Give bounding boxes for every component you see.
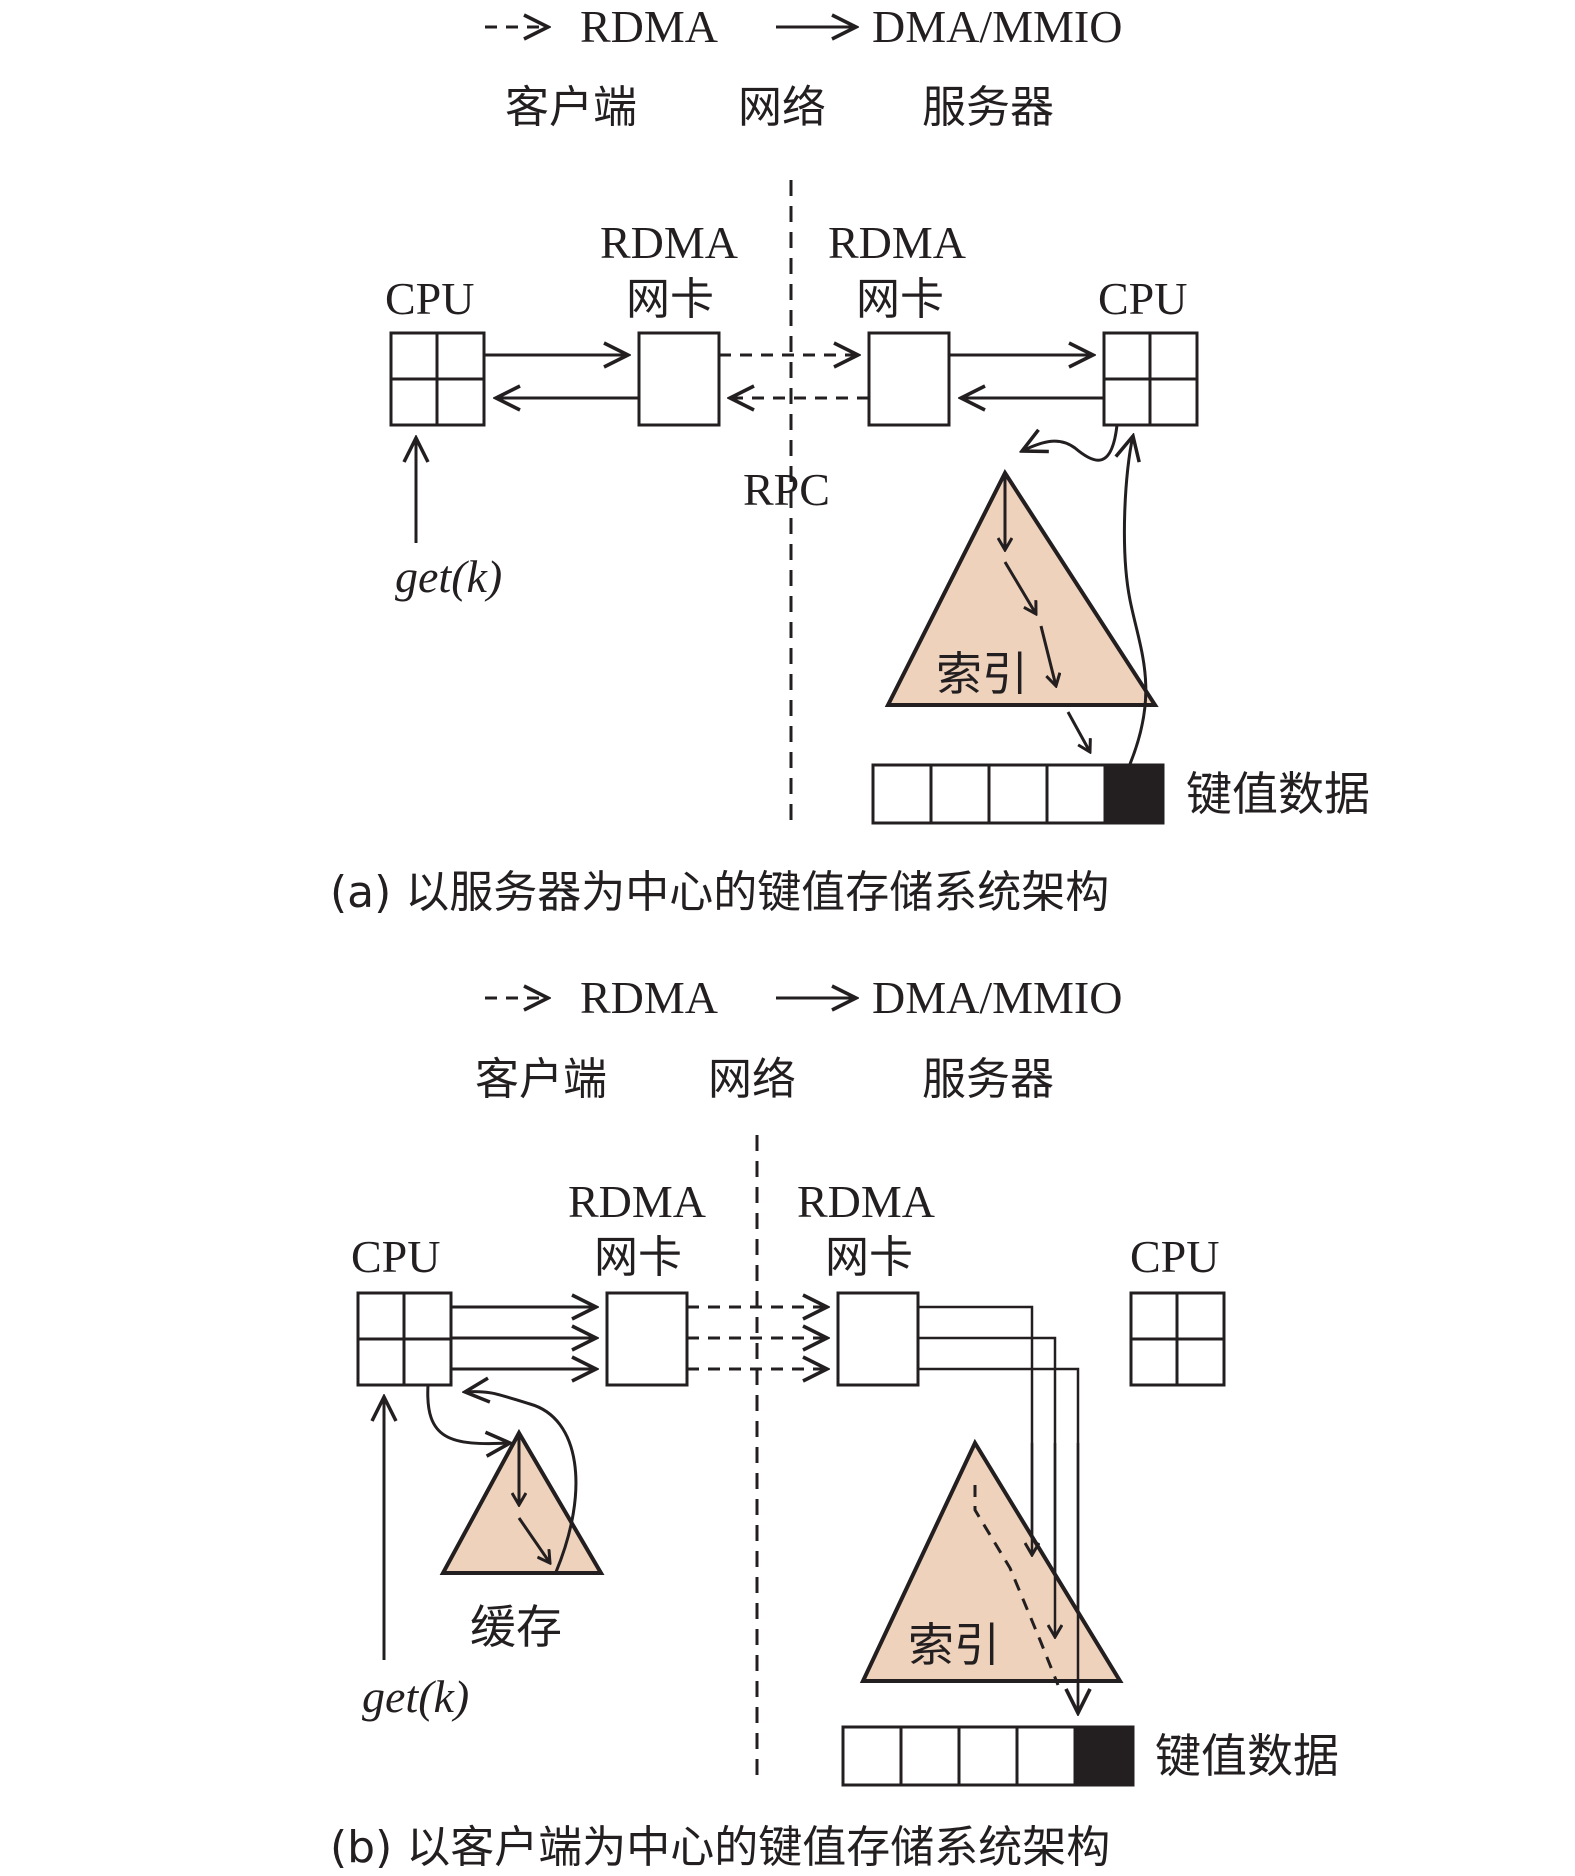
kv-data-array (841, 1725, 1135, 1787)
kv-slot (1045, 763, 1107, 825)
client-cpu-label: CPU (351, 1231, 440, 1282)
get-request-label: get(k) (395, 551, 502, 602)
index-traverse-arrow-3 (1039, 625, 1056, 686)
index-label: 索引 (936, 647, 1028, 701)
client-cpu-label: CPU (385, 273, 474, 324)
client-nic-label-1: RDMA (600, 217, 738, 268)
panel-a: RDMA DMA/MMIO 客户端 网络 服务器 CPU RDMA 网卡 RDM… (330, 1, 1370, 918)
index-traverse-arrow-2 (1003, 561, 1036, 614)
get-request-label: get(k) (362, 1671, 469, 1722)
rpc-label: RPC (743, 464, 830, 515)
kv-slot (899, 1725, 961, 1787)
region-server-label: 服务器 (922, 82, 1054, 133)
cpu-to-index-arrow (1022, 424, 1119, 462)
kv-slot-target (1103, 763, 1165, 825)
kv-slot (987, 763, 1049, 825)
caption-b: (b) 以客户端为中心的键值存储系统架构 (330, 1822, 1110, 1873)
server-cpu (1129, 1291, 1226, 1387)
index-to-data-arrow (1066, 711, 1090, 752)
kv-slot (957, 1725, 1019, 1787)
cpu-to-cache-arrow (426, 1384, 510, 1444)
index-rdma-traversal (973, 1485, 1060, 1686)
kv-data-array (871, 763, 1165, 825)
region-server-label: 服务器 (922, 1054, 1054, 1105)
server-nic (867, 331, 951, 427)
index-label: 索引 (908, 1618, 1000, 1672)
server-nic-label-2: 网卡 (856, 274, 944, 325)
server-nic-label-1: RDMA (797, 1176, 935, 1227)
region-network-label: 网络 (708, 1054, 796, 1105)
legend-dma-label: DMA/MMIO (872, 972, 1122, 1023)
cache-label: 缓存 (470, 1600, 562, 1654)
server-nic-label-2: 网卡 (825, 1232, 913, 1283)
client-cpu (389, 331, 486, 427)
client-nic-label-2: 网卡 (594, 1232, 682, 1283)
kv-data-label: 键值数据 (1155, 1729, 1339, 1783)
panel-b: RDMA DMA/MMIO 客户端 网络 服务器 CPU RDMA 网卡 RDM… (330, 972, 1339, 1873)
cache-to-cpu-arrow (465, 1392, 578, 1573)
legend-a: RDMA DMA/MMIO (485, 1, 1122, 52)
kv-slot (871, 763, 933, 825)
server-cpu-label: CPU (1098, 273, 1187, 324)
client-nic (605, 1291, 689, 1387)
region-network-label: 网络 (738, 82, 826, 133)
data-to-cpu-arrow (1124, 436, 1148, 765)
client-nic-label-2: 网卡 (626, 274, 714, 325)
cache-tree (439, 1428, 605, 1575)
client-nic-label-1: RDMA (568, 1176, 706, 1227)
server-cpu-label: CPU (1130, 1231, 1219, 1282)
server-nic-label-1: RDMA (828, 217, 966, 268)
cache-traverse-arrow-2 (517, 1517, 550, 1563)
region-client-label: 客户端 (475, 1054, 607, 1105)
client-cpu (356, 1291, 453, 1387)
client-nic (637, 331, 721, 427)
server-nic (836, 1291, 920, 1387)
legend-rdma-label: RDMA (580, 1, 718, 52)
server-cpu (1102, 331, 1199, 427)
legend-b: RDMA DMA/MMIO (485, 972, 1122, 1023)
kv-data-label: 键值数据 (1186, 767, 1370, 821)
legend-dma-label: DMA/MMIO (872, 1, 1122, 52)
kv-slot-target (1073, 1725, 1135, 1787)
caption-a: (a) 以服务器为中心的键值存储系统架构 (330, 867, 1109, 918)
region-client-label: 客户端 (505, 82, 637, 133)
legend-rdma-label: RDMA (580, 972, 718, 1023)
kv-slot (929, 763, 991, 825)
kv-slot (1015, 1725, 1077, 1787)
kv-slot (841, 1725, 903, 1787)
